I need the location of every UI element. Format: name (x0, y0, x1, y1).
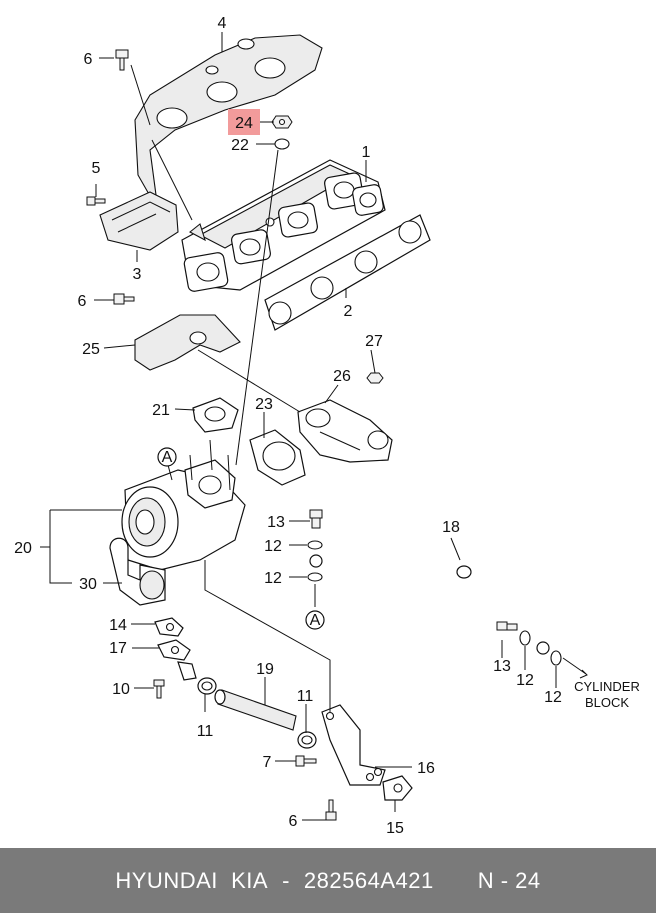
callout-13-right: 13 (493, 658, 511, 675)
turbo-outlet-gasket-part (249, 429, 306, 486)
bolt-6-upper (115, 49, 129, 71)
callout-27: 27 (365, 333, 383, 350)
washer-22 (274, 138, 290, 150)
washer-12d (550, 650, 562, 666)
callout-30: 30 (79, 576, 97, 593)
callout-labels: 4 6 24 22 1 5 3 6 2 25 27 26 21 23 20 30… (14, 15, 562, 837)
callout-11-right: 11 (297, 688, 314, 705)
bolt-6-lower (325, 799, 337, 821)
callout-5: 5 (92, 160, 101, 177)
reference-marker-a-upper: A (157, 447, 177, 467)
oil-drain-hose-19 (214, 689, 297, 731)
wastegate-actuator-part (109, 537, 166, 606)
callout-12-b: 12 (264, 570, 282, 587)
callout-6-lower: 6 (289, 813, 298, 830)
callout-12-a: 12 (264, 538, 282, 555)
bolt-10 (153, 679, 165, 699)
oil-drain-gasket-14 (154, 617, 184, 637)
callout-15: 15 (386, 820, 404, 837)
nut-24 (271, 115, 293, 129)
callout-4: 4 (218, 15, 227, 32)
callout-12-d: 12 (544, 689, 562, 706)
svg-text:A: A (310, 612, 321, 629)
callout-20: 20 (14, 540, 32, 557)
callout-3: 3 (133, 266, 142, 283)
footer-separator: - (282, 867, 290, 893)
bolt-6-mid (113, 293, 135, 305)
bracket-3-part (99, 191, 179, 251)
callout-14: 14 (109, 617, 127, 634)
callout-26: 26 (333, 368, 351, 385)
callout-18: 18 (442, 519, 460, 536)
note-cylinder-block-line2: BLOCK (585, 695, 629, 710)
highlight-box-24 (228, 109, 260, 135)
callout-23: 23 (255, 396, 273, 413)
hose-clamp-11b (297, 731, 317, 749)
diagram-position: N - 24 (477, 867, 541, 893)
svg-text:A: A (162, 449, 173, 466)
heat-protector-part (134, 314, 241, 371)
turbocharger-part (121, 439, 246, 571)
callout-2: 2 (344, 303, 353, 320)
callout-25: 25 (82, 341, 100, 358)
manifold-gasket-part (264, 214, 431, 331)
banjo-bolt-13b (496, 621, 518, 631)
exhaust-manifold-part (181, 159, 386, 292)
callout-13-left: 13 (267, 514, 285, 531)
heat-shield-part (134, 34, 323, 211)
callout-11-left: 11 (197, 723, 214, 740)
callout-22: 22 (231, 137, 249, 154)
leader-lines (40, 32, 588, 821)
bolt-5 (86, 196, 106, 206)
banjo-bolt-13a (309, 509, 323, 529)
washer-12a (307, 540, 323, 550)
callout-6-upper: 6 (84, 51, 93, 68)
exploded-parts-diagram: 4 6 24 22 1 5 3 6 2 25 27 26 21 23 20 30… (14, 15, 640, 837)
callout-7: 7 (263, 754, 272, 771)
callout-24: 24 (235, 115, 253, 132)
turbo-inlet-gasket-part (192, 397, 239, 433)
callout-16: 16 (417, 760, 435, 777)
callout-17: 17 (109, 640, 127, 657)
callout-12-c: 12 (516, 672, 534, 689)
callout-21: 21 (152, 402, 170, 419)
callout-1: 1 (362, 144, 371, 161)
callout-6-mid: 6 (78, 293, 87, 310)
washer-12b (307, 572, 323, 582)
oil-drain-gasket-17 (157, 639, 197, 681)
bolt-7 (295, 755, 317, 767)
callout-10: 10 (112, 681, 130, 698)
hose-clamp-11a (197, 677, 217, 695)
oil-feed-pipe-18 (309, 552, 550, 655)
reference-marker-a-lower: A (305, 610, 325, 630)
gasket-15 (382, 775, 413, 801)
turbo-outlet-elbow-part (297, 399, 393, 463)
bracket-16 (321, 704, 386, 786)
part-number: 282564A421 (303, 867, 434, 893)
brand-label: HYUNDAI KIA (115, 867, 269, 893)
callout-19: 19 (256, 661, 274, 678)
note-cylinder-block-line1: CYLINDER (574, 679, 640, 694)
part-info-footer: HYUNDAI KIA - 282564A421 N - 24 (0, 848, 656, 913)
washer-12c (519, 630, 531, 646)
nut-27 (366, 372, 384, 384)
